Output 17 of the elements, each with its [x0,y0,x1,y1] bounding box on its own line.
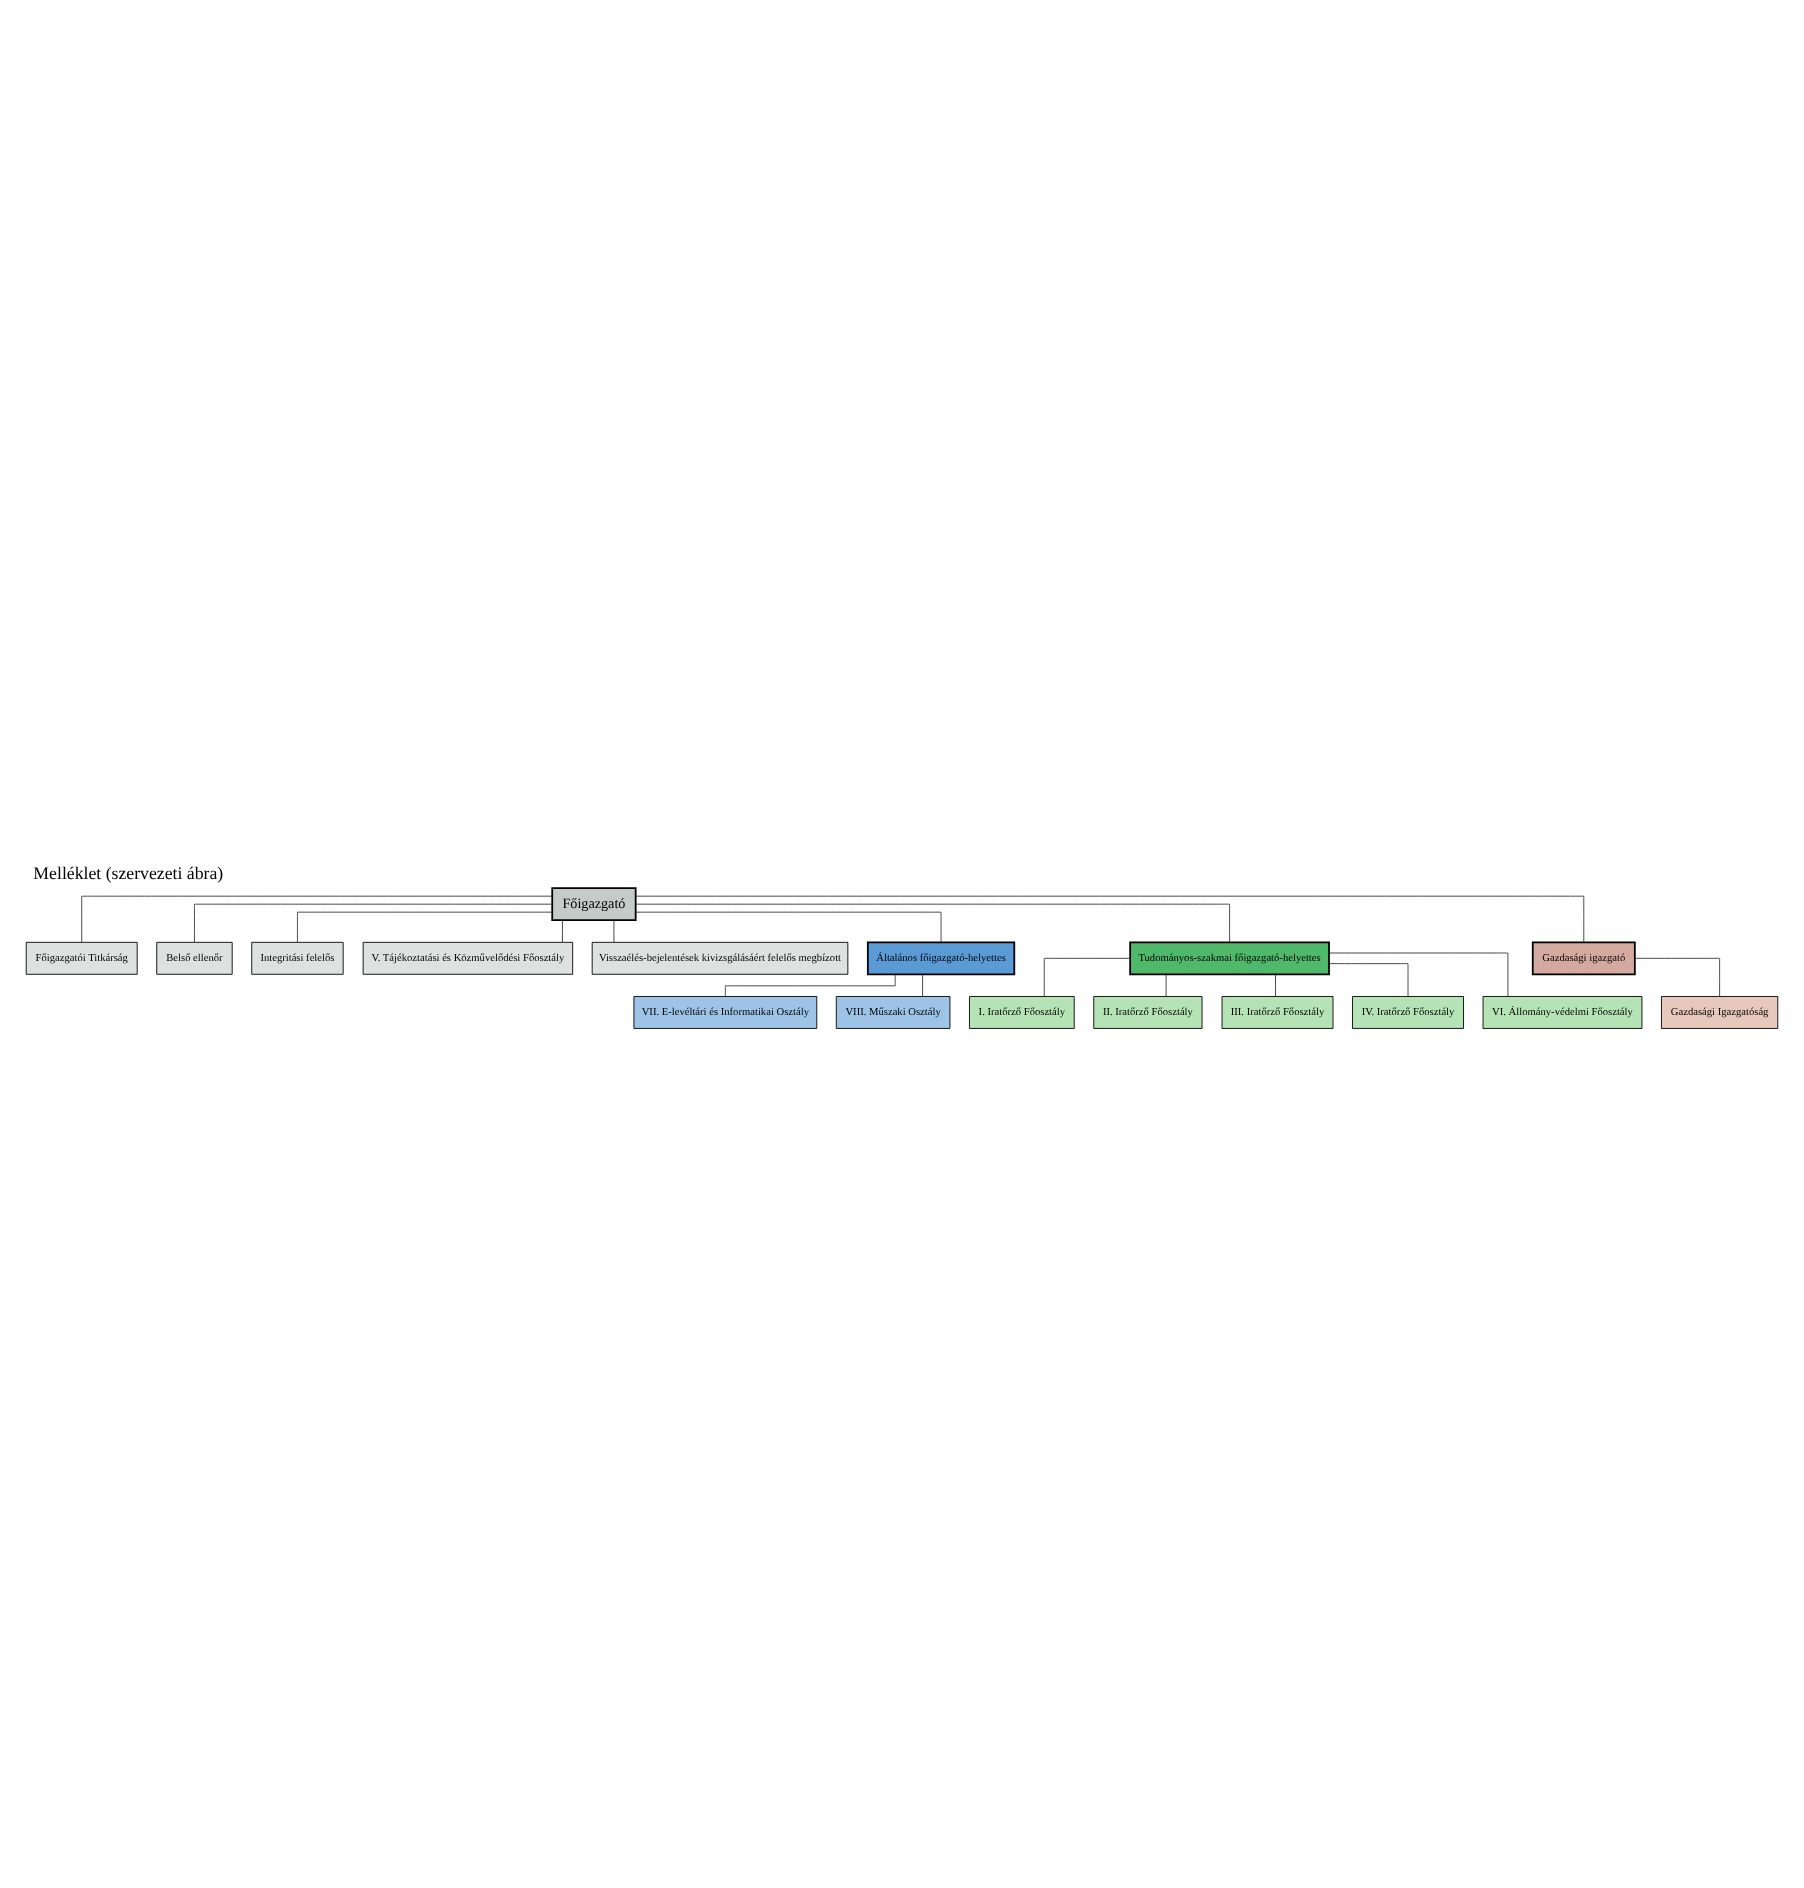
connector [297,910,553,942]
connector [724,972,896,996]
connector [1165,973,1167,996]
connector [1634,956,1721,996]
connector [1328,962,1409,996]
connector [613,918,615,942]
connector [922,973,923,996]
connector [81,894,553,942]
connector [194,902,553,942]
diagram-title: Melléklet (szervezeti ábra) [33,862,224,883]
connector [1328,951,1509,996]
connector [562,918,563,942]
connector [1043,956,1131,996]
connector [635,902,1231,942]
connector [1275,973,1276,996]
connector [635,910,942,942]
connector [635,894,1585,942]
